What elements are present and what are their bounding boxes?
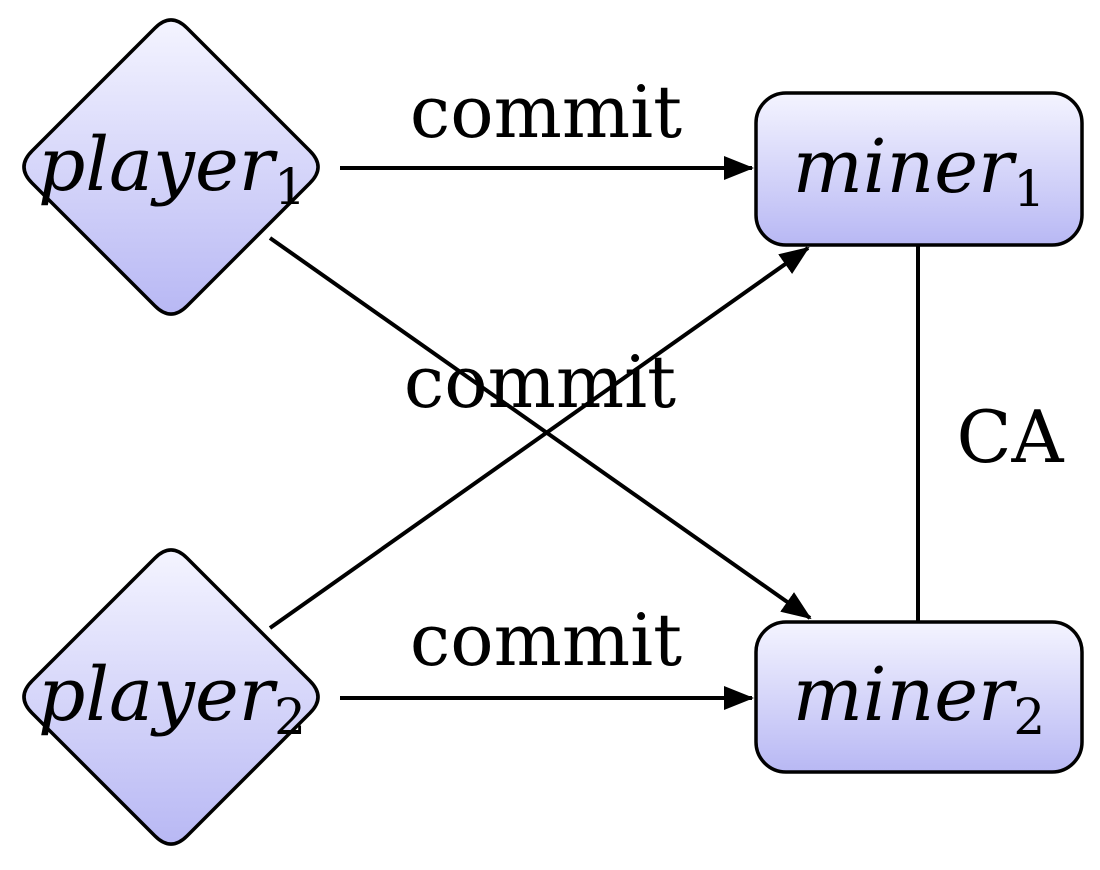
edge-label-middle-commit: commit [404,340,676,424]
player2-diamond [22,548,320,846]
player1-subscript: 1 [274,158,306,216]
miner1-label: miner [793,124,1018,210]
miner2-label: miner [793,652,1018,738]
node-player1: player1 [22,18,320,316]
edge-label-top-commit: commit [410,70,682,154]
miner2-subscript: 2 [1013,688,1045,746]
node-miner2: miner2 [754,620,1084,774]
edge-label-bottom-commit: commit [410,598,682,682]
node-player2: player2 [22,548,320,846]
svg-text:player2: player2 [38,652,306,746]
svg-text:miner1: miner1 [793,124,1045,218]
miner1-subscript: 1 [1013,160,1045,218]
svg-text:miner2: miner2 [793,652,1045,746]
edge-player1-miner2 [268,236,812,620]
miner2-box [754,620,1084,774]
player2-subscript: 2 [274,688,306,746]
svg-text:player1: player1 [38,122,306,216]
player1-diamond [22,18,320,316]
player1-label: player [38,122,279,208]
miner1-box [754,91,1084,247]
node-miner1: miner1 [754,91,1084,247]
edge-player2-miner1 [268,246,810,630]
edge-label-ca: CA [956,395,1064,479]
player2-label: player [38,652,279,738]
